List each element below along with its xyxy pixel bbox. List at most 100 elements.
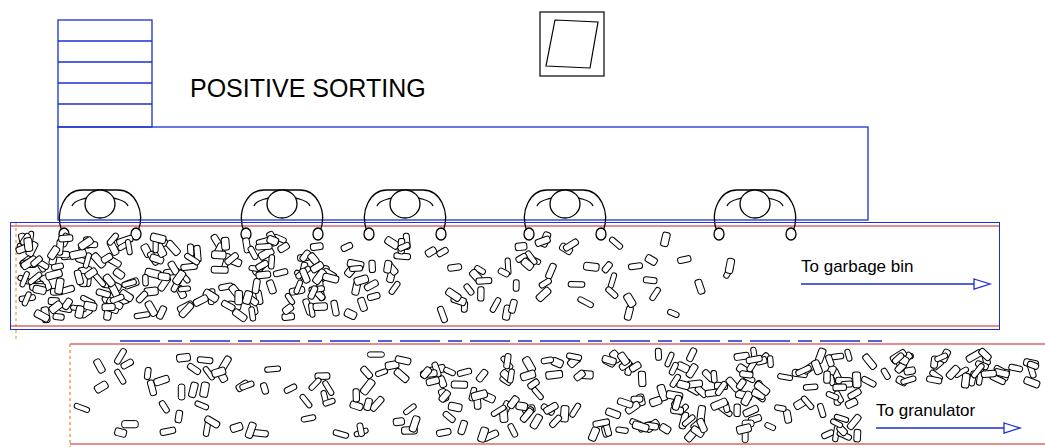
plastic-item bbox=[395, 355, 412, 365]
conveyor-belt: To garbage bin bbox=[10, 222, 1000, 330]
plastic-item bbox=[51, 263, 64, 271]
plastic-item bbox=[211, 367, 227, 378]
plastic-item bbox=[204, 415, 221, 429]
plastic-item bbox=[632, 420, 650, 432]
plastic-item bbox=[112, 268, 126, 281]
plastic-item bbox=[568, 282, 585, 288]
plastic-item bbox=[114, 368, 127, 385]
plastic-item bbox=[260, 382, 269, 395]
plastic-item bbox=[981, 370, 997, 378]
plastic-item bbox=[566, 353, 582, 361]
plastic-item bbox=[235, 290, 243, 304]
plastic-item bbox=[393, 418, 405, 426]
plastic-item bbox=[508, 299, 518, 314]
plastic-item bbox=[513, 280, 519, 292]
plastic-item bbox=[711, 370, 718, 383]
plastic-item bbox=[608, 236, 623, 250]
plastic-item bbox=[242, 290, 253, 305]
plastic-item bbox=[442, 410, 456, 423]
plastic-item bbox=[471, 389, 488, 401]
plastic-item bbox=[367, 352, 384, 357]
belt-gap bbox=[120, 340, 890, 342]
plastic-item bbox=[844, 397, 858, 409]
worker-arms bbox=[59, 190, 140, 232]
plastic-item bbox=[541, 357, 554, 365]
flow-arrow bbox=[801, 283, 976, 284]
plastic-item bbox=[21, 291, 32, 307]
plastic-item bbox=[27, 271, 43, 285]
plastic-item bbox=[158, 400, 170, 414]
plastic-item bbox=[186, 362, 201, 375]
plastic-item bbox=[451, 381, 467, 388]
worker bbox=[241, 190, 323, 240]
plastic-item bbox=[457, 420, 468, 436]
plastic-item bbox=[739, 370, 753, 378]
plastic-item bbox=[256, 271, 271, 280]
plastic-item bbox=[825, 391, 839, 401]
plastic-item bbox=[310, 261, 325, 274]
plastic-item bbox=[538, 277, 552, 289]
plastic-item bbox=[686, 347, 698, 362]
plastic-item bbox=[714, 380, 728, 396]
plastic-item bbox=[463, 283, 475, 296]
plastic-item bbox=[736, 423, 752, 434]
plastic-item bbox=[176, 353, 191, 362]
plastic-item bbox=[393, 368, 410, 384]
plastic-item bbox=[54, 278, 64, 295]
plastic-item bbox=[77, 236, 94, 251]
plastic-item bbox=[605, 407, 622, 419]
worker-arms bbox=[524, 190, 605, 232]
plastic-item bbox=[343, 308, 357, 320]
plastic-item bbox=[333, 429, 350, 439]
plastic-item bbox=[93, 358, 106, 374]
flow-arrows bbox=[801, 279, 1020, 433]
plastic-item bbox=[211, 251, 226, 260]
plastic-item bbox=[175, 410, 183, 423]
plastic-item bbox=[844, 349, 852, 362]
plastic-item bbox=[221, 299, 236, 311]
belt-edges bbox=[11, 226, 1045, 444]
worker-hand bbox=[524, 228, 534, 240]
plastic-item bbox=[543, 402, 559, 415]
plastic-item bbox=[69, 249, 87, 260]
plastic-item bbox=[667, 309, 680, 319]
plastic-item bbox=[114, 427, 127, 437]
plastic-item bbox=[803, 384, 818, 391]
plastic-item bbox=[833, 384, 847, 391]
plastic-item bbox=[83, 301, 97, 312]
plastic-item bbox=[605, 286, 619, 300]
plastic-item bbox=[447, 263, 462, 271]
plastic-item bbox=[795, 365, 812, 377]
plastic-item bbox=[746, 355, 763, 364]
panel-icon bbox=[540, 12, 604, 76]
plastic-item bbox=[158, 272, 171, 281]
plastic-item bbox=[846, 413, 862, 430]
plastic-item bbox=[100, 252, 113, 264]
plastic-item bbox=[273, 268, 288, 277]
flow-arrow bbox=[876, 427, 1006, 428]
plastic-item bbox=[424, 246, 437, 258]
plastic-item bbox=[507, 423, 518, 438]
plastic-item bbox=[322, 398, 335, 407]
worker-hand bbox=[364, 228, 374, 240]
plastic-item bbox=[266, 235, 279, 246]
plastic-item bbox=[583, 262, 599, 272]
plastic-item bbox=[357, 422, 365, 436]
plastic-item bbox=[245, 421, 257, 439]
plastic-item bbox=[725, 258, 735, 274]
plastic-item bbox=[623, 292, 637, 308]
plastic-item bbox=[734, 404, 741, 417]
plastic-item bbox=[299, 393, 313, 408]
plastic-item bbox=[503, 353, 511, 369]
plastic-item bbox=[135, 290, 148, 304]
plastic-item bbox=[660, 232, 671, 248]
plastic-item bbox=[369, 260, 376, 273]
belt-start bbox=[16, 222, 17, 340]
worker-head bbox=[550, 190, 580, 218]
arrow-head bbox=[974, 279, 990, 289]
plastic-item bbox=[266, 279, 277, 294]
plastic-item bbox=[96, 288, 112, 298]
plastic-item bbox=[53, 313, 65, 320]
plastic-item bbox=[47, 245, 61, 261]
plastic-item bbox=[1023, 376, 1041, 388]
